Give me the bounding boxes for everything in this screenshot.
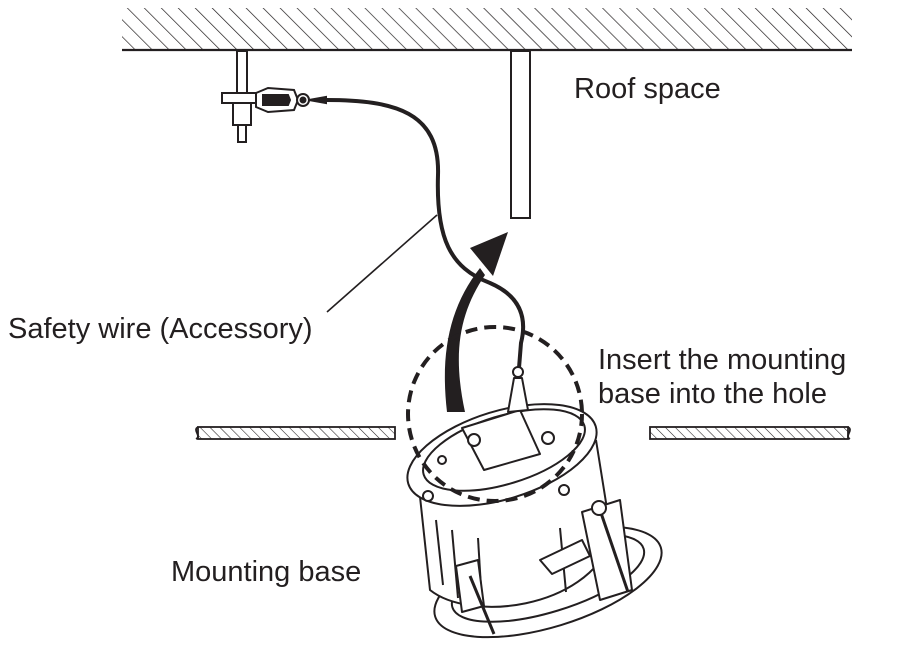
roof-space-label: Roof space	[574, 73, 721, 105]
ceiling-board-right	[649, 426, 851, 440]
anchor-bolt	[221, 50, 263, 143]
ceiling-beam	[510, 50, 531, 219]
insert-arrow	[444, 232, 508, 412]
insert-instruction-line1: Insert the mounting	[598, 344, 847, 376]
roof-slab	[122, 8, 852, 52]
mounting-base-label: Mounting base	[171, 556, 362, 588]
safety-wire	[325, 98, 526, 369]
wire-hook	[255, 86, 327, 114]
ceiling-board-left	[195, 426, 396, 440]
highlight-circle	[406, 325, 584, 503]
safety-wire-label: Safety wire (Accessory)	[8, 313, 313, 345]
wire-leader-line	[326, 214, 438, 313]
insert-instruction-line2: base into the hole	[598, 378, 827, 410]
